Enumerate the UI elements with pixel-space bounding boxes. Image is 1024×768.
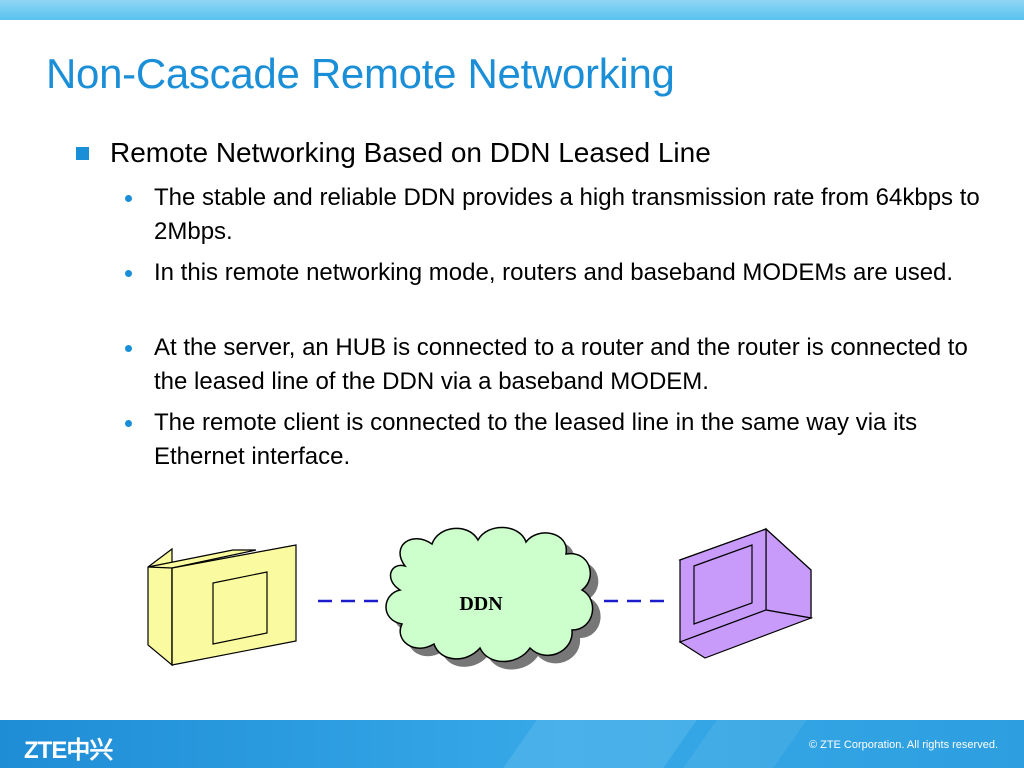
footer-decoration — [683, 720, 807, 768]
square-bullet-icon — [76, 147, 89, 160]
right-terminal-icon — [678, 527, 814, 659]
slide-title: Non-Cascade Remote Networking — [46, 50, 675, 97]
copyright-text: © ZTE Corporation. All rights reserved. — [808, 739, 998, 751]
dot-bullet-icon — [125, 345, 132, 352]
top-band — [0, 0, 1024, 20]
sub-bullet-3: At the server, an HUB is connected to a … — [154, 334, 968, 395]
sub-bullet-2: In this remote networking mode, routers … — [154, 259, 954, 286]
zte-logo: ZTE中兴 — [24, 737, 113, 764]
footer-decoration — [503, 720, 697, 768]
dot-bullet-icon — [125, 195, 132, 202]
main-bullet-heading: Remote Networking Based on DDN Leased Li… — [110, 137, 711, 168]
footer-bar: ZTE中兴 © ZTE Corporation. All rights rese… — [0, 720, 1024, 768]
ddn-label: DDN — [459, 593, 503, 615]
ddn-cloud-icon — [385, 526, 594, 663]
dot-bullet-icon — [125, 420, 132, 427]
dot-bullet-icon — [125, 270, 132, 277]
left-terminal-icon — [147, 544, 297, 667]
sub-bullet-1: The stable and reliable DDN provides a h… — [154, 184, 980, 245]
sub-bullet-4: The remote client is connected to the le… — [154, 409, 918, 470]
